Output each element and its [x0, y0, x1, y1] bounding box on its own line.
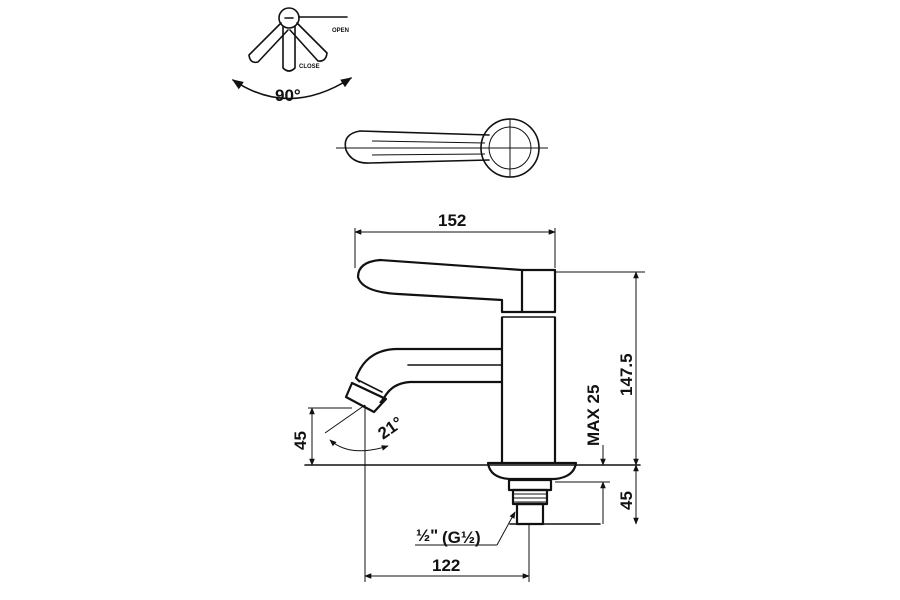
spout-angle-arc [329, 439, 389, 452]
handle-hub [278, 7, 300, 29]
lever-plan-view [336, 118, 548, 178]
reach-label: 122 [432, 556, 460, 575]
rotation-arc [232, 77, 352, 100]
lever-closed [282, 25, 296, 72]
width-top-label: 152 [438, 211, 466, 230]
rotation-angle-label: 90° [275, 86, 301, 105]
thread-sub-label: (G½) [442, 528, 481, 547]
supply-shank [515, 502, 545, 526]
faucet-handle [356, 258, 557, 314]
lever-right [289, 22, 328, 62]
height-total-label: 147.5 [617, 353, 636, 396]
lock-nut [507, 478, 553, 492]
handle-rotation-view: 90° OPEN CLOSE [232, 7, 352, 105]
base-height-label: 45 [617, 491, 636, 510]
open-label: OPEN [332, 28, 349, 34]
thread-main-label: ½" [416, 526, 438, 545]
spout-top [354, 347, 502, 383]
faucet-front-view [304, 258, 641, 526]
spout-angle-label: 21° [374, 413, 406, 443]
lever-left [248, 22, 289, 64]
aerator [344, 381, 388, 414]
faucet-body [500, 270, 557, 463]
max-25-label: MAX 25 [584, 385, 603, 446]
spout-height-label: 45 [291, 431, 310, 450]
lever-arm [344, 130, 490, 164]
close-label: CLOSE [299, 64, 320, 70]
base-flange [486, 461, 578, 481]
spout-bottom [379, 380, 502, 404]
